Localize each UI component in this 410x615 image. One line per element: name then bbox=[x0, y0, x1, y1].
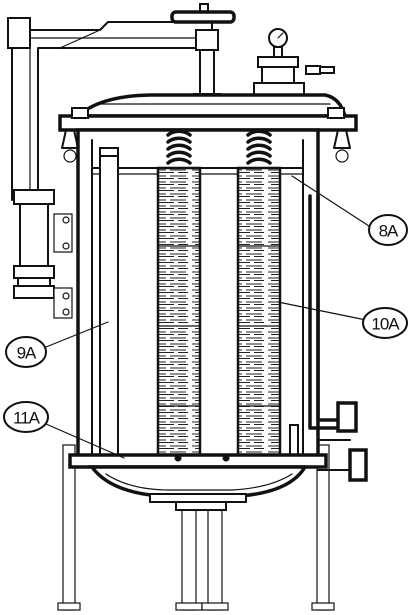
filter-cartridges bbox=[156, 129, 282, 460]
leader-line-10a bbox=[277, 301, 367, 321]
vessel-bottom bbox=[68, 453, 328, 511]
callout-8a: 8A bbox=[368, 214, 408, 246]
callout-label-8a: 8A bbox=[379, 222, 399, 241]
support-leg bbox=[201, 499, 229, 611]
support-leg bbox=[175, 499, 203, 611]
callout-label-9a: 9A bbox=[17, 344, 37, 363]
lifting-davit bbox=[7, 17, 213, 319]
support-legs bbox=[57, 444, 335, 611]
support-leg bbox=[57, 444, 81, 611]
filter-cartridge bbox=[156, 129, 202, 460]
leader-line-11a bbox=[45, 423, 125, 459]
vessel-lid bbox=[58, 93, 358, 163]
pressure-gauge bbox=[253, 28, 335, 108]
callout-label-10a: 10A bbox=[371, 315, 400, 334]
support-leg bbox=[311, 444, 335, 611]
callout-11a: 11A bbox=[3, 401, 49, 433]
leader-line-9a bbox=[45, 321, 109, 348]
callout-9a: 9A bbox=[5, 336, 47, 368]
leader-lines bbox=[45, 175, 373, 459]
outlet-pipe bbox=[289, 194, 368, 482]
leader-line-8a bbox=[291, 175, 373, 229]
callout-10a: 10A bbox=[362, 307, 408, 339]
filter-cartridge bbox=[236, 129, 282, 460]
callout-label-11a: 11A bbox=[13, 409, 41, 428]
